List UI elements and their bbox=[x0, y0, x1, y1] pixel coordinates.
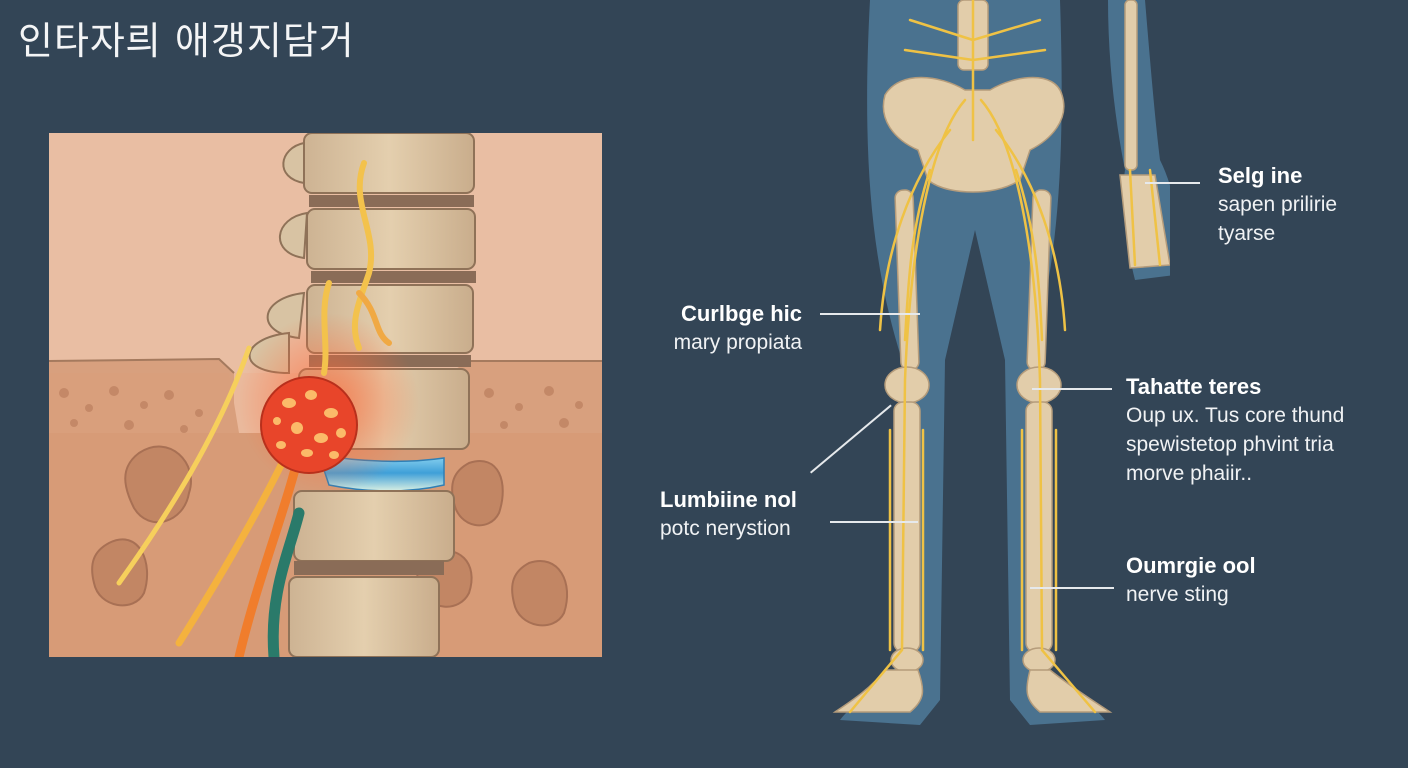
spine-illustration bbox=[49, 133, 602, 657]
leader-line-calf bbox=[1030, 587, 1114, 589]
label-heading: Oumrgie ool bbox=[1126, 553, 1256, 578]
label-line: mary propiata bbox=[673, 331, 802, 354]
page-title: 인타자릐 애갱지담거 bbox=[18, 19, 355, 63]
label-line: spewistetop phvint tria bbox=[1126, 433, 1334, 456]
leader-line-knee bbox=[1032, 388, 1112, 390]
nervous-system-figure bbox=[790, 0, 1170, 768]
leader-line-hand bbox=[1145, 182, 1200, 184]
label-line: tyarse bbox=[1218, 222, 1276, 245]
label-line: nerve sting bbox=[1126, 583, 1229, 606]
label-hand: Selg ine sapen prilirie tyarse bbox=[1218, 162, 1337, 248]
leader-line-thigh bbox=[820, 313, 920, 315]
label-shin: Lumbiine nol potc nerystion bbox=[660, 486, 797, 543]
label-calf: Oumrgie ool nerve sting bbox=[1126, 552, 1256, 609]
tissue-texture bbox=[59, 386, 583, 433]
label-heading: Tahatte teres bbox=[1126, 374, 1262, 399]
spine-illustration-panel bbox=[49, 133, 602, 657]
inflamed-mass bbox=[260, 376, 358, 474]
leader-line-shin bbox=[830, 521, 918, 523]
label-heading: Lumbiine nol bbox=[660, 487, 797, 512]
label-line: Oup ux. Tus core thund bbox=[1126, 404, 1345, 427]
label-line: morve phaiir.. bbox=[1126, 462, 1253, 485]
label-knee: Tahatte teres Oup ux. Tus core thund spe… bbox=[1126, 373, 1344, 488]
label-heading: Selg ine bbox=[1218, 163, 1303, 188]
nerve-network bbox=[848, 0, 1162, 714]
label-line: sapen prilirie bbox=[1218, 193, 1338, 216]
label-line: potc nerystion bbox=[660, 517, 791, 540]
body-illustration bbox=[832, 0, 1170, 725]
label-heading: Curlbge hic bbox=[680, 301, 802, 326]
label-thigh: Curlbge hic mary propiata bbox=[652, 300, 802, 357]
